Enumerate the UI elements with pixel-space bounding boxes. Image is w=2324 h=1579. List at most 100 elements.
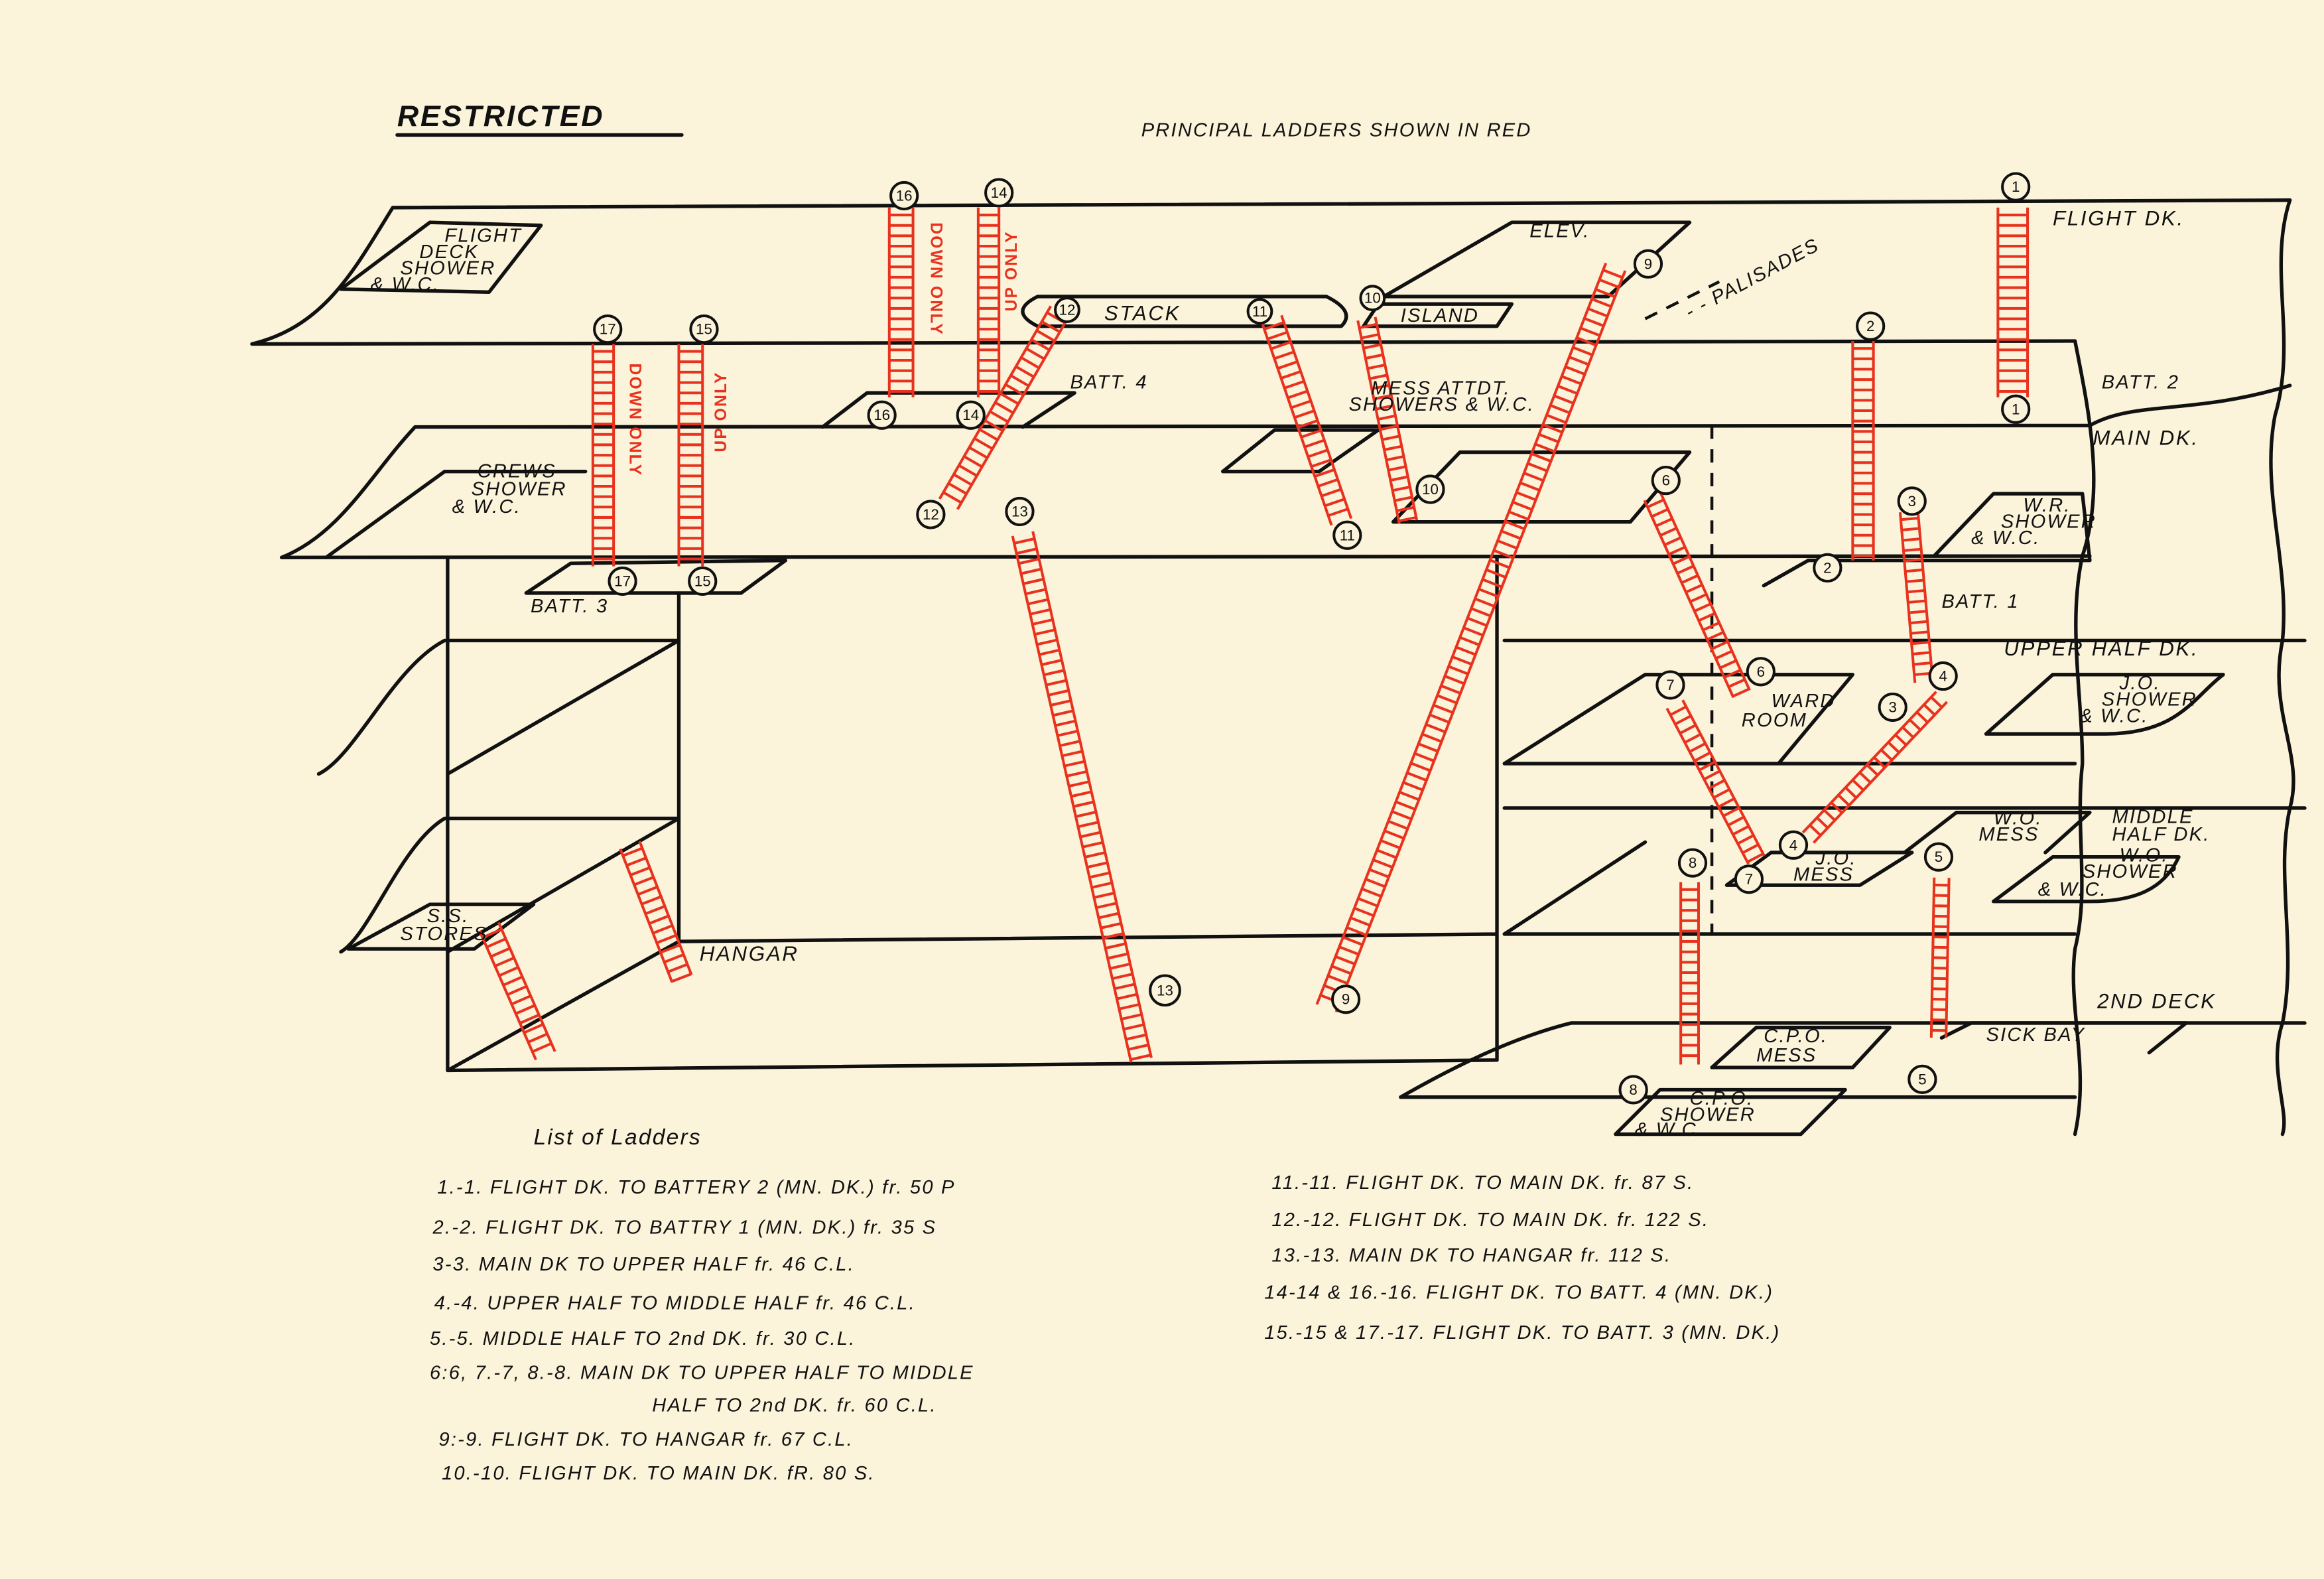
svg-text:1: 1 [2012, 401, 2020, 417]
ladder-rung [1421, 732, 1443, 743]
legend-heading: List of Ladders [533, 1125, 701, 1150]
ladder-rung [633, 876, 655, 886]
svg-text:16: 16 [873, 407, 890, 423]
ladder-rung [1557, 385, 1578, 395]
ladder-rung [1572, 346, 1593, 356]
ladder-rung [1075, 811, 1096, 818]
ladder-rung [1598, 278, 1620, 289]
legend-item: 9:-9. FLIGHT DK. TO HANGAR fr. 67 C.L. [438, 1429, 854, 1450]
legend-item: 13.-13. MAIN DK TO HANGAR fr. 112 S. [1271, 1245, 1671, 1267]
svg-text:12: 12 [923, 506, 939, 523]
ladder-rung [637, 885, 658, 896]
ladder-rung [1082, 841, 1104, 849]
marker-15-top: 15 [689, 314, 719, 344]
hangar-label: HANGAR [700, 942, 799, 965]
ladder-rung [494, 956, 515, 968]
ladder-rung [1708, 779, 1726, 790]
ladder-rung [1894, 734, 1907, 746]
marker-17-top: 17 [593, 314, 623, 344]
marker-7-bottom: 7 [1734, 864, 1764, 894]
ladder-rung [1342, 935, 1363, 946]
marker-17-bottom: 17 [608, 566, 637, 596]
ladder-rung [1584, 316, 1604, 328]
ladder-rung [515, 1004, 536, 1015]
ladder-rung [1908, 610, 1927, 614]
ladder-rung [1029, 608, 1051, 616]
marker-13-bottom: 13 [1149, 974, 1181, 1007]
ladder-rung [1866, 764, 1879, 776]
ladder-rung [1905, 568, 1923, 573]
ladder-rung [626, 857, 647, 867]
ladder-rung [1043, 669, 1065, 677]
legend-item: HALF TO 2nd DK. fr. 60 C.L. [652, 1395, 936, 1416]
ladder-rung [1130, 1054, 1151, 1062]
ladder-rung [1679, 724, 1697, 735]
ladder-rung [1382, 435, 1400, 441]
ladder-rail [1681, 699, 1766, 857]
ladder-3 [1898, 510, 1934, 683]
cpo-mess-label: MESS [1756, 1045, 1817, 1066]
ladder-rung [1294, 409, 1315, 419]
ladder-rung [1707, 631, 1724, 641]
ladder-rung [1887, 741, 1900, 754]
svg-text:8: 8 [1689, 855, 1697, 871]
ladder-rung [1380, 839, 1401, 850]
marker-6-top: 6 [1651, 465, 1681, 496]
deck-labels: FLIGHT DK. BATT. 2 MAIN DK. BATT. 1 UPPE… [531, 207, 2217, 1013]
ladder-rung [1474, 597, 1495, 608]
ladder-rung [1668, 545, 1686, 556]
ladder-rung [1903, 547, 1921, 553]
ladder-rung [1516, 491, 1537, 502]
svg-text:13: 13 [1011, 503, 1028, 519]
ladder-rung [1380, 425, 1398, 431]
ladder-rung [641, 895, 662, 906]
ladder-rung [1486, 568, 1506, 579]
cpo-mess-label: C.P.O. [1764, 1026, 1828, 1047]
ladder-rung [1837, 793, 1850, 807]
ladder-rung [622, 847, 643, 857]
ladder-rung [1376, 404, 1394, 411]
svg-text:11: 11 [1340, 527, 1355, 543]
ladder-rung [1304, 439, 1325, 448]
svg-text:17: 17 [600, 321, 616, 338]
ladder-rung [1086, 861, 1108, 869]
svg-text:2: 2 [1823, 559, 1831, 576]
ladder-rung [527, 1032, 548, 1044]
ladder-rung [1684, 732, 1701, 744]
svg-text:6: 6 [1662, 472, 1670, 489]
ladder-rail [1011, 535, 1133, 1063]
ladder-rung [1718, 797, 1735, 808]
ladder-rung [1015, 365, 1035, 378]
legend-item: 3-3. MAIN DK TO UPPER HALF fr. 46 C.L. [433, 1254, 855, 1275]
legend-item: 11.-11. FLIGHT DK. TO MAIN DK. fr. 87 S. [1271, 1172, 1694, 1194]
ladder-12 [938, 305, 1070, 510]
ladder-16 [887, 207, 915, 397]
ladder-rung [1073, 800, 1094, 808]
ladder-rail [1916, 510, 1934, 681]
ladder-rung [1698, 612, 1716, 622]
elevator-shape [1369, 220, 1692, 306]
ladder-rung [1576, 336, 1597, 347]
flight-shower-label: & W.C. [371, 274, 440, 295]
ladder-rung [1880, 748, 1893, 762]
ladder-rung [645, 905, 666, 916]
second-deck-label: 2ND DECK [2097, 990, 2217, 1013]
ladder-rung [1128, 1044, 1149, 1051]
ladder-rung [1096, 902, 1117, 910]
ladder-rung [1902, 726, 1915, 739]
ladder-rung [1059, 740, 1080, 748]
cpo-shower-label: C.P.O. [1690, 1088, 1754, 1109]
ladder-rung [1722, 806, 1740, 817]
ladder-rung [1527, 462, 1548, 472]
ladder-rung [1470, 607, 1492, 618]
ladder-rung [1699, 760, 1716, 772]
legend-item: 4.-4. UPPER HALF TO MIDDLE HALF fr. 46 C… [434, 1292, 916, 1314]
ladder-rung [1535, 443, 1555, 453]
ladder-rail [1945, 878, 1951, 1038]
ladder-rung [1569, 356, 1589, 366]
ward-room-label: WARD [1771, 691, 1835, 712]
ladder-rung [1663, 536, 1682, 547]
ladder-rung [1311, 458, 1332, 468]
svg-text:3: 3 [1888, 699, 1896, 715]
